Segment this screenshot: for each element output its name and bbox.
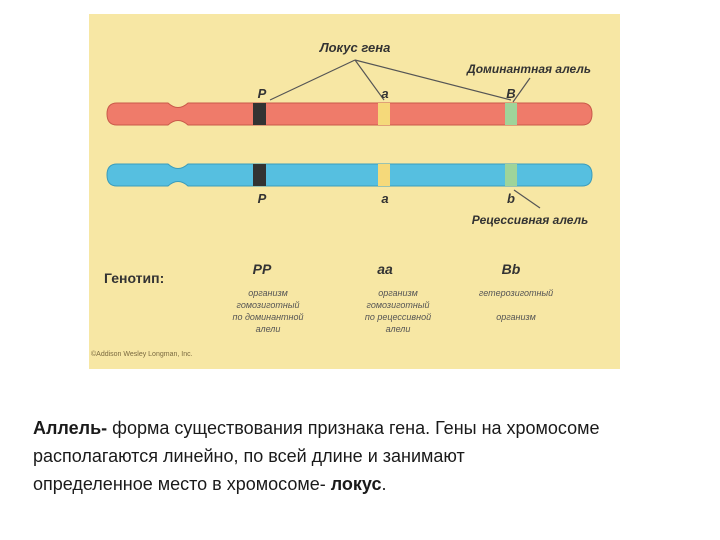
genotype-aa-line: организм [378,288,418,298]
top-chromosome [106,102,593,126]
dominant-pointer [512,77,531,103]
bottom-band-b [505,164,517,186]
genotype-label: Генотип: [104,270,164,286]
bottom-chromosome-body [106,163,593,187]
genotype-pp-line: алели [256,324,281,334]
recessive-label: Рецессивная алель [472,213,588,227]
locus-pointer-a [354,59,385,101]
top-band-a [378,103,390,125]
top-allele-p: P [258,86,267,101]
top-allele-a: a [381,86,388,101]
genotype-pp-line: гомозиготный [236,300,299,310]
diagram-panel [89,14,620,369]
genotype-aa-line: алели [386,324,411,334]
bottom-chromosome [106,163,593,187]
recessive-pointer [513,189,541,209]
genotype-code-aa: aa [377,261,393,277]
locus-pointer-p [269,59,356,101]
bottom-allele-p: P [258,191,267,206]
top-band-p [253,103,266,125]
top-allele-b: B [506,86,515,101]
caption-line-1: форма существования признака гена. Гены … [107,418,600,438]
caption-term: Аллель- [33,418,108,438]
genotype-code-bb: Bb [502,261,521,277]
caption-text: Аллель- форма существования признака ген… [33,414,720,498]
caption-locus-word: локус [330,474,382,494]
genotype-aa-line: гомозиготный [366,300,429,310]
locus-pointer-b [354,59,512,101]
bottom-allele-a: a [381,191,388,206]
copyright-note: ©Addison Wesley Longman, Inc. [91,351,193,358]
bottom-allele-b: b [507,191,515,206]
genotype-bb-line: гетерозиготный [479,288,553,298]
genotype-aa-line: по рецессивной [365,312,431,322]
bottom-band-p [253,164,266,186]
genotype-pp-line: организм [248,288,288,298]
genotype-code-pp: PP [253,261,272,277]
caption-line-3: определенное место в хромосоме- [33,474,331,494]
genotype-pp-line: по доминантной [233,312,304,322]
top-band-b [505,103,517,125]
top-chromosome-body [106,102,593,126]
genotype-bb-line: организм [496,312,536,322]
bottom-band-a [378,164,390,186]
caption-end: . [381,474,387,494]
caption-line-2: располагаются линейно, по всей длине и з… [33,446,465,466]
locus-label: Локус гена [319,40,391,55]
dominant-label: Доминантная алель [466,62,591,76]
